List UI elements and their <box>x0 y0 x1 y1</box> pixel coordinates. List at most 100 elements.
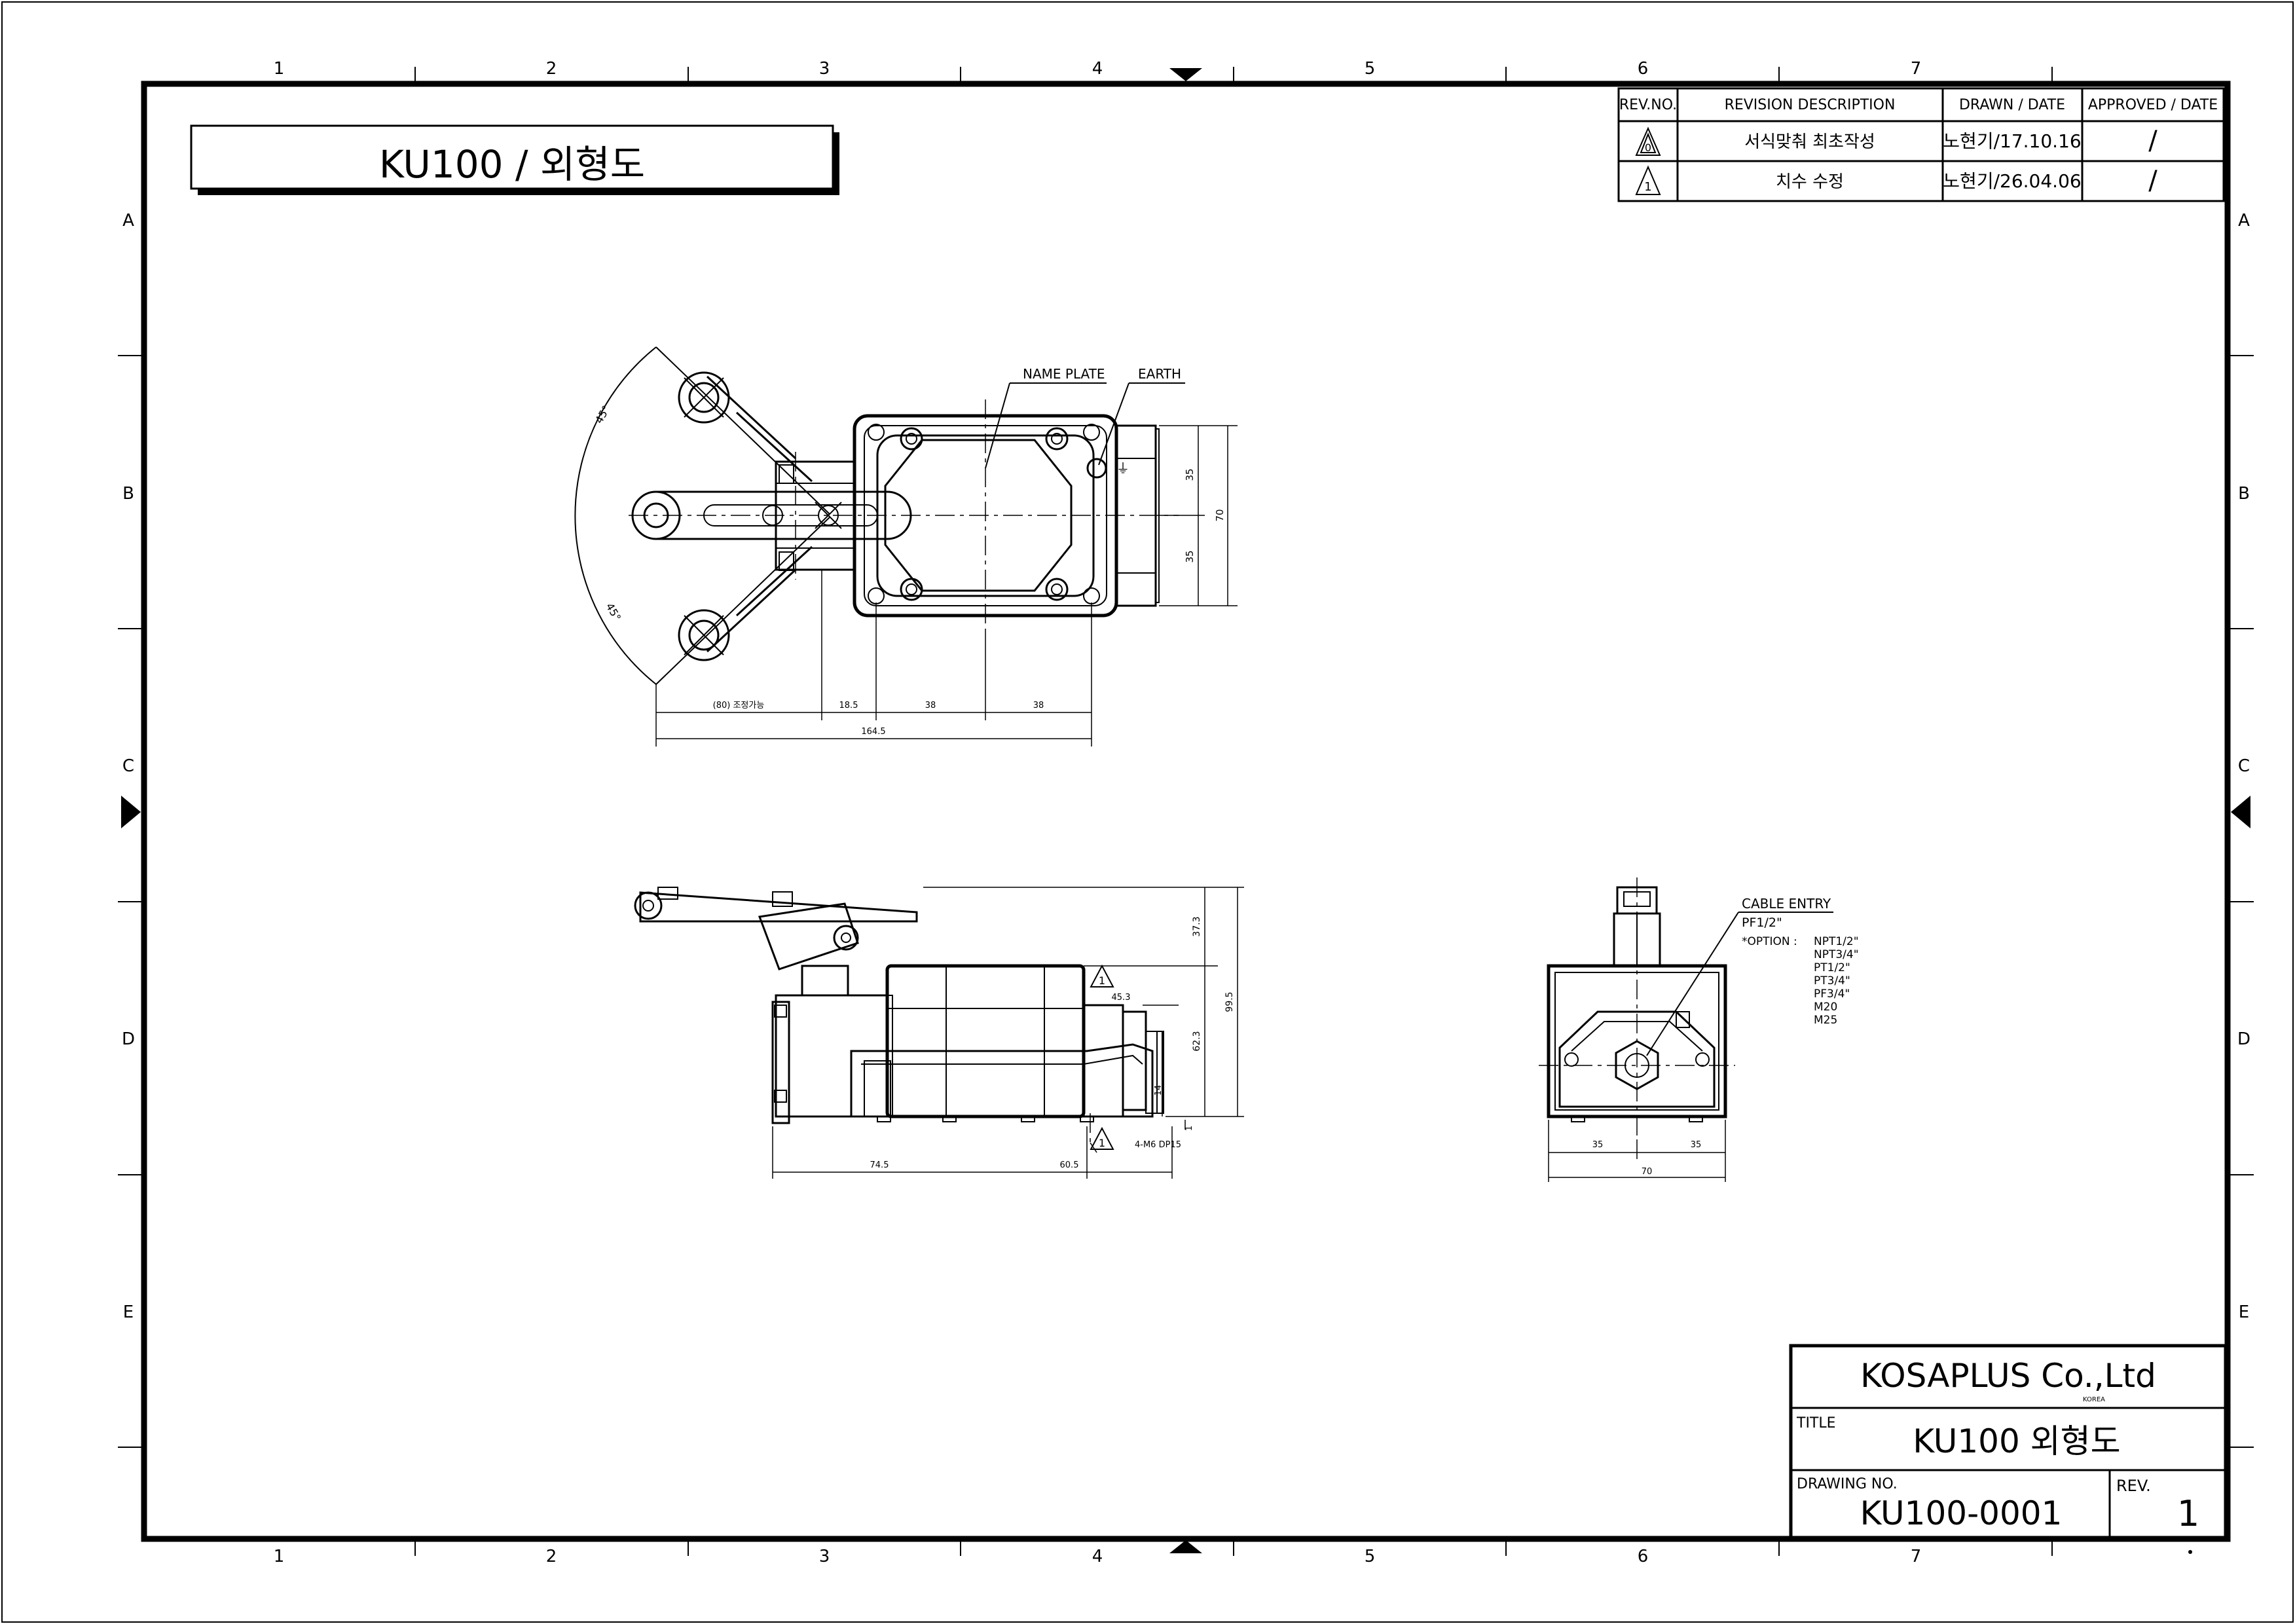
row-label: D <box>122 1029 135 1049</box>
col-label: 3 <box>819 59 830 79</box>
revision-triangle-icon <box>1635 126 1661 156</box>
dim-label: 35 <box>1184 550 1196 563</box>
rev-description: 치수 수정 <box>1776 172 1844 192</box>
col-label: 7 <box>1911 1547 1922 1566</box>
option-item: NPT1/2" <box>1814 935 1859 948</box>
dim-label: 35 <box>1592 1140 1604 1150</box>
rev-approved: / <box>2148 166 2157 196</box>
dim-label: 4-M6 DP15 <box>1135 1140 1181 1150</box>
option-item: NPT3/4" <box>1814 948 1859 961</box>
row-label: C <box>122 756 134 776</box>
row-label: C <box>2238 756 2250 776</box>
revision-triangle-icon <box>1635 165 1661 195</box>
drawing-title: KU100 / 외형도 <box>379 142 645 187</box>
drawing-no: KU100-0001 <box>1860 1494 2063 1532</box>
row-label: D <box>2237 1029 2250 1049</box>
angle-label: 45° <box>593 403 613 426</box>
dim-label: 18.5 <box>839 701 858 710</box>
earth-screw-icon <box>1086 458 1107 479</box>
rev-number: 0 <box>1645 141 1651 154</box>
screw-icon <box>868 424 1100 604</box>
col-label: 6 <box>1638 59 1649 79</box>
col-label: 6 <box>1638 1547 1649 1566</box>
dim-label: 99.5 <box>1224 991 1235 1012</box>
row-label: B <box>122 484 134 504</box>
col-label: 3 <box>819 1547 830 1566</box>
col-label: 4 <box>1092 1547 1103 1566</box>
front-view: 37.3 99.5 62.3 45.3 14 1 74.5 60.5 1 4-M… <box>634 887 1244 1179</box>
dim-label: 70 <box>1214 509 1226 521</box>
title-block: KOSAPLUS Co.,Ltd KOREA TITLE KU100 외형도 D… <box>1789 1344 2228 1541</box>
title-label: TITLE <box>1796 1415 1836 1431</box>
option-item: PT3/4" <box>1814 974 1850 987</box>
option-item: M25 <box>1814 1014 1837 1027</box>
rev-header-drawn: DRAWN / DATE <box>1959 97 2065 113</box>
cable-entry-title: CABLE ENTRY <box>1742 896 1831 912</box>
name-plate <box>884 439 1073 592</box>
rev-description: 서식맞춰 최초작성 <box>1744 132 1875 152</box>
dim-label: 38 <box>1033 701 1044 710</box>
option-label: *OPTION : <box>1742 935 1797 948</box>
drawing-frame <box>141 81 2231 1542</box>
screw-icon <box>1695 1052 1710 1067</box>
rev-number: 1 <box>1644 180 1651 194</box>
screw-icon <box>1564 1052 1579 1067</box>
company-country: KOREA <box>2083 1396 2105 1403</box>
option-item: PT1/2" <box>1814 961 1850 974</box>
col-label: 2 <box>546 1547 557 1566</box>
rev-mark: 1 <box>1099 1137 1105 1149</box>
callout-earth: EARTH <box>1138 366 1181 382</box>
option-item: PF3/4" <box>1814 987 1850 1001</box>
side-view: CABLE ENTRY PF1/2" *OPTION : NPT1/2" NPT… <box>1539 877 1859 1182</box>
col-label: 1 <box>274 59 285 79</box>
rev-value: 1 <box>2177 1493 2199 1534</box>
rev-mark: 1 <box>1099 974 1105 987</box>
dim-label: 45.3 <box>1112 993 1131 1003</box>
title-box: KU100 / 외형도 <box>190 124 839 195</box>
rev-header-approved: APPROVED / DATE <box>2088 97 2218 113</box>
col-label: 5 <box>1365 59 1376 79</box>
dim-label: 14 <box>1154 1085 1164 1096</box>
dim-label: 35 <box>1691 1140 1702 1150</box>
dim-label: 164.5 <box>861 727 885 737</box>
col-label: 5 <box>1365 1547 1376 1566</box>
drawing-no-label: DRAWING NO. <box>1797 1476 1898 1492</box>
rev-header-no: REV.NO. <box>1619 97 1677 113</box>
row-label: E <box>2239 1302 2249 1322</box>
company-name: KOSAPLUS Co.,Ltd <box>1860 1357 2156 1395</box>
rev-drawn: 노현기/17.10.16 <box>1943 130 2081 152</box>
roller-icon <box>631 371 730 661</box>
row-label: B <box>2238 484 2250 504</box>
top-view: 45° 45° <box>574 346 1238 747</box>
earth-icon: ⏚ <box>1116 460 1129 476</box>
rev-drawn: 노현기/26.04.06 <box>1943 170 2081 192</box>
dim-label: 38 <box>925 701 936 710</box>
dim-label: 35 <box>1184 468 1196 481</box>
rev-header-desc: REVISION DESCRIPTION <box>1725 97 1896 113</box>
option-item: M20 <box>1814 1001 1837 1014</box>
callout-name-plate: NAME PLATE <box>1023 366 1105 382</box>
row-label: A <box>122 211 134 231</box>
col-label: 7 <box>1911 59 1922 79</box>
title-text: KU100 외형도 <box>1913 1422 2120 1460</box>
dim-label: 60.5 <box>1060 1160 1079 1170</box>
row-label: E <box>123 1302 134 1322</box>
col-label: 2 <box>546 59 557 79</box>
dim-label: 1 <box>1184 1126 1194 1131</box>
row-label: A <box>2238 211 2250 231</box>
dim-label: 37.3 <box>1192 916 1202 936</box>
dim-label: 70 <box>1642 1167 1653 1177</box>
angle-label: 45° <box>604 601 624 623</box>
dim-label: 62.3 <box>1192 1031 1202 1051</box>
zone-markers: 1 2 3 4 5 6 7 1 2 3 4 5 6 7 A B C D E A … <box>118 59 2254 1566</box>
cable-entry-std: PF1/2" <box>1742 915 1782 930</box>
dim-label: (80) 조정가능 <box>713 701 765 710</box>
col-label: 1 <box>274 1547 285 1566</box>
dim-label: 74.5 <box>870 1160 889 1170</box>
rev-approved: / <box>2148 126 2157 156</box>
rev-label: REV. <box>2116 1477 2151 1495</box>
revision-triangle-icon <box>1090 1126 1114 1150</box>
col-label: 4 <box>1092 59 1103 79</box>
